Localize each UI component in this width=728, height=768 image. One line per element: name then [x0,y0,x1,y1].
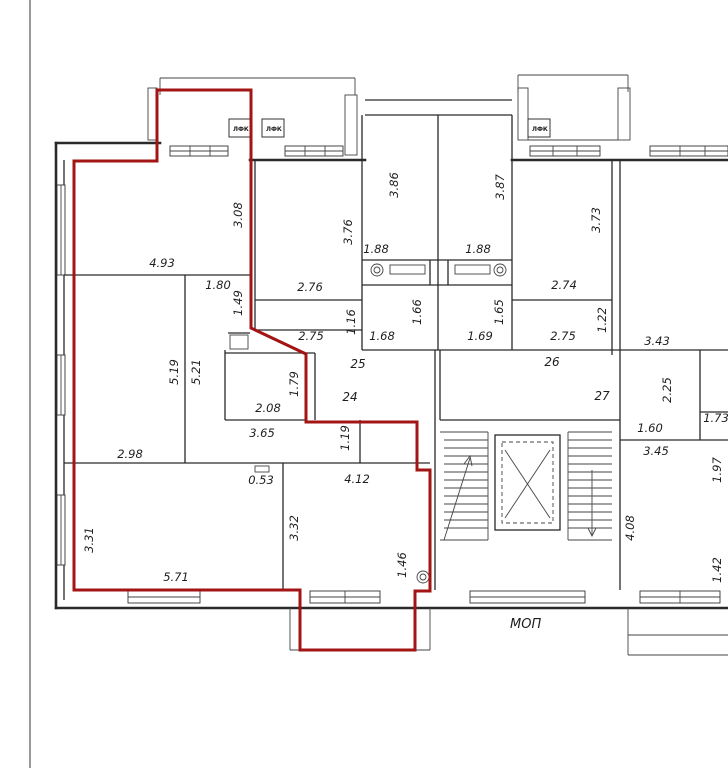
dimension-d-3-65: 3.65 [249,426,275,440]
dimension-d-1-49: 1.49 [231,290,245,316]
dimension-d-1-88a: 1.88 [363,242,389,256]
room-number-27: 27 [594,389,610,403]
dimension-d-1-97: 1.97 [710,457,724,483]
dimension-d-2-98: 2.98 [117,447,143,461]
interior-walls [64,99,728,590]
dimension-d-5-21: 5.21 [189,359,203,385]
top-facade-windows [169,145,728,157]
dimension-d-1-65: 1.65 [492,299,506,325]
vent-shafts [370,263,507,584]
dimension-d-3-45: 3.45 [643,444,669,458]
dimension-d-1-66: 1.66 [410,299,424,325]
dimension-d-2-76: 2.76 [297,280,323,294]
dimension-d-3-43: 3.43 [644,334,670,348]
dimension-d-3-73: 3.73 [589,207,603,233]
dimension-d-3-31: 3.31 [82,527,96,553]
room-number-26: 26 [544,355,560,369]
dimension-d-2-74: 2.74 [551,278,577,292]
dimension-d-3-32: 3.32 [287,515,301,541]
dimension-d-2-25: 2.25 [660,377,674,403]
dimension-d-3-87: 3.87 [493,174,507,200]
dimension-d-3-76: 3.76 [341,219,355,245]
dimension-d-2-08: 2.08 [255,401,281,415]
dimension-d-5-71: 5.71 [163,570,189,584]
dimension-d-1-88b: 1.88 [465,242,491,256]
dimension-d-4-08: 4.08 [623,515,637,541]
room-number-24: 24 [342,390,357,404]
vent-tag-1: ЛФК [233,126,249,133]
dimension-d-1-73: 1.73 [703,411,728,425]
staircase [440,431,612,541]
dimension-d-1-68: 1.68 [369,329,395,343]
dimension-d-1-16: 1.16 [344,309,358,335]
room-numbers: 25 26 24 27 [342,355,610,404]
dimension-labels: 4.93 3.08 3.76 2.76 1.801.49 3.86 3.87 1.88 1.88… [82,172,728,584]
dimension-d-1-60: 1.60 [637,421,663,435]
dimension-d-1-46: 1.46 [395,552,409,578]
dimension-d-2-75a: 2.75 [298,329,324,343]
vent-tags: ЛФК ЛФК ЛФК [228,118,551,138]
dimension-d-1-79: 1.79 [287,371,301,397]
dimension-d-1-42: 1.42 [710,557,724,583]
vent-tag-box-3 [527,118,551,138]
dimension-d-0-53: 0.53 [248,473,274,487]
dimension-d-4-12: 4.12 [344,472,370,486]
dimension-d-3-86: 3.86 [387,172,401,198]
dimension-d-1-80: 1.80 [205,278,231,292]
bottom-balconies [289,608,728,656]
mop-label: МОП [510,617,541,632]
dimension-d-2-75b: 2.75 [550,329,576,343]
left-facade-windows [56,184,66,566]
dimension-d-1-69: 1.69 [467,329,493,343]
vent-tag-box-2 [261,118,285,138]
dimension-d-1-22: 1.22 [595,307,609,333]
dimension-d-5-19: 5.19 [167,359,181,385]
dimension-d-3-08: 3.08 [231,202,245,228]
vent-tag-2: ЛФК [266,126,282,133]
highlighted-apartment-outline [72,88,432,652]
vent-tag-3: ЛФК [532,126,548,133]
top-balconies [147,74,631,156]
room-number-25: 25 [350,357,365,371]
dimension-d-4-93: 4.93 [149,256,175,270]
bottom-facade-windows [127,590,721,604]
dimension-d-1-19: 1.19 [338,425,352,451]
